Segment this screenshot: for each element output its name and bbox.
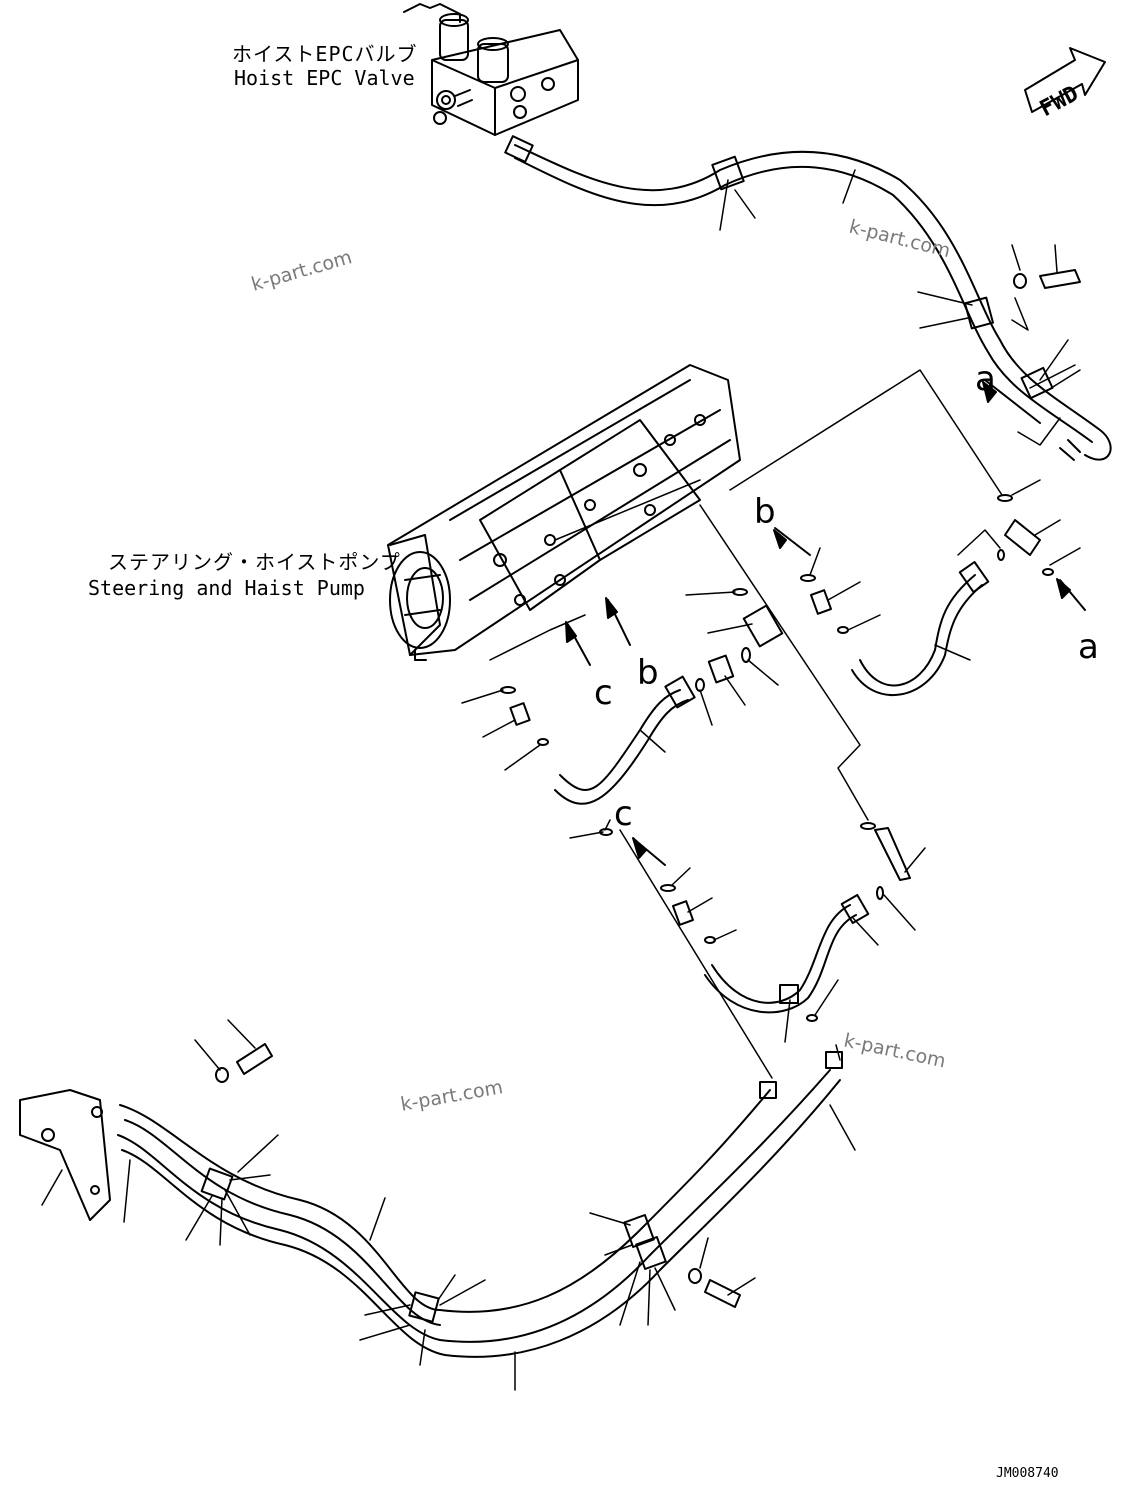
up-arrow-icon — [773, 527, 811, 556]
pump-label-en: Steering and Haist Pump — [88, 576, 365, 600]
callout-c-upper: c — [594, 673, 613, 713]
pipe-group-middle — [554, 519, 1041, 1014]
up-arrow-icon — [605, 597, 631, 646]
up-arrow-icon — [632, 837, 666, 866]
callout-arrows — [565, 379, 1086, 866]
fwd-arrow-icon — [1024, 47, 1106, 113]
callout-b-lower: b — [637, 653, 659, 693]
up-arrow-icon — [982, 379, 1041, 424]
document-id: JM008740 — [996, 1466, 1059, 1481]
up-arrow-icon — [1056, 578, 1086, 611]
steering-hoist-pump — [387, 364, 741, 661]
hoist-epc-valve — [403, 3, 579, 136]
callout-a-lower: a — [1078, 627, 1099, 667]
small-fittings — [215, 269, 1081, 1308]
leader-lines — [41, 169, 1081, 1391]
up-arrow-icon — [565, 621, 591, 666]
lower-hose-assembly — [19, 1051, 843, 1358]
hoist-epc-valve-label-en: Hoist EPC Valve — [234, 66, 415, 90]
callout-b-upper: b — [754, 492, 776, 532]
callout-c-lower: c — [614, 794, 633, 834]
pump-label-jp: ステアリング・ホイストポンプ — [108, 550, 401, 574]
callout-a-upper: a — [975, 359, 996, 399]
hoist-epc-valve-label-jp: ホイストEPCバルブ — [232, 42, 418, 66]
hose-valve-to-pump — [504, 135, 1112, 461]
